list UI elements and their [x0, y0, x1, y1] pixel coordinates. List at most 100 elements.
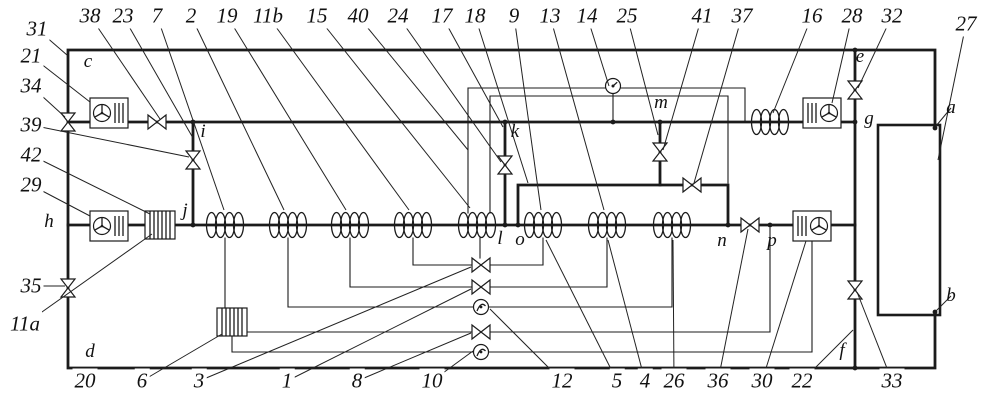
node-label-n: n	[717, 230, 727, 251]
leader-38	[89, 15, 161, 120]
junction-m	[657, 119, 663, 125]
ref-label-19: 19	[214, 3, 240, 29]
ref-label-36: 36	[705, 368, 731, 394]
node-label-l: l	[497, 228, 503, 249]
ref-label-14: 14	[574, 3, 600, 29]
leader-26	[672, 239, 675, 382]
ref-label-4: 4	[637, 368, 653, 394]
node-label-g: g	[864, 108, 874, 129]
ref-label-24: 24	[385, 3, 411, 29]
leader-36	[717, 228, 749, 382]
valve-1	[471, 279, 491, 295]
ref-label-26: 26	[661, 368, 687, 394]
ref-label-17: 17	[429, 3, 455, 29]
leader-7	[156, 15, 225, 211]
node-label-e: e	[855, 46, 865, 67]
ref-label-11b: 11b	[251, 3, 285, 29]
ref-label-22: 22	[789, 368, 815, 394]
leader-37	[693, 15, 743, 184]
junction-a	[932, 125, 938, 131]
ref-label-16: 16	[799, 3, 825, 29]
leader-5	[545, 239, 618, 382]
ref-label-21: 21	[18, 43, 44, 69]
leader-13	[549, 15, 605, 211]
unit-27	[876, 123, 942, 317]
ref-label-13: 13	[537, 3, 563, 29]
leader-30	[761, 240, 807, 382]
leader-4	[607, 239, 646, 382]
leader-3	[198, 266, 472, 382]
ref-label-27: 27	[953, 11, 979, 37]
node-label-d: d	[85, 341, 95, 362]
ref-label-31: 31	[24, 16, 50, 42]
ref-label-5: 5	[609, 368, 625, 394]
leader-6	[141, 333, 223, 382]
ref-label-40: 40	[345, 3, 371, 29]
ref-label-8: 8	[349, 368, 365, 394]
ref-label-18: 18	[462, 3, 488, 29]
leader-41	[662, 15, 703, 151]
leader-18	[474, 15, 529, 184]
leader-1	[286, 288, 472, 382]
ref-label-12: 12	[549, 368, 575, 394]
fan-unit-mid-left	[89, 210, 129, 242]
ref-label-2: 2	[183, 3, 199, 29]
leader-11b	[267, 15, 410, 211]
leader-16	[772, 15, 813, 114]
ref-label-11a: 11a	[8, 311, 42, 337]
node-label-k: k	[510, 121, 520, 142]
ref-label-9: 9	[506, 3, 522, 29]
valve-39	[185, 150, 201, 170]
ref-label-34: 34	[18, 73, 44, 99]
finned-coil-42	[144, 210, 176, 240]
ref-label-10: 10	[419, 368, 445, 394]
leader-39	[30, 124, 190, 158]
junction-k	[502, 119, 508, 125]
pump-12	[472, 298, 490, 316]
leader-23	[122, 15, 194, 139]
leader-b	[935, 295, 952, 312]
node-label-b: b	[946, 285, 956, 306]
ref-label-32: 32	[879, 3, 905, 29]
fan-unit-top-left	[89, 97, 129, 129]
ref-label-42: 42	[18, 142, 44, 168]
ref-label-20: 20	[72, 368, 98, 394]
junction-j	[190, 222, 196, 228]
junction-n	[725, 222, 731, 228]
valve-8	[471, 324, 491, 340]
leader-line-layer	[24, 15, 967, 382]
ref-label-38: 38	[77, 3, 103, 29]
node-label-p: p	[767, 230, 777, 251]
valve-41	[652, 142, 668, 162]
ref-label-25: 25	[614, 3, 640, 29]
ref-label-6: 6	[134, 368, 150, 394]
node-label-c: c	[83, 51, 93, 72]
leader-8	[356, 332, 472, 382]
leader-24	[397, 15, 502, 163]
node-label-a: a	[946, 97, 956, 118]
leader-27	[937, 23, 967, 161]
ref-label-30: 30	[749, 368, 775, 394]
ref-label-23: 23	[110, 3, 136, 29]
valve-35	[60, 278, 76, 298]
ref-label-37: 37	[729, 3, 755, 29]
leader-17	[441, 15, 504, 128]
finned-coil-6	[216, 307, 248, 337]
junction-l	[502, 222, 508, 228]
fan-unit-top-right	[802, 97, 842, 129]
valve-24	[497, 155, 513, 175]
leader-25	[626, 15, 659, 136]
junction-o	[515, 222, 521, 228]
ref-label-15: 15	[304, 3, 330, 29]
leader-11a	[24, 233, 153, 325]
junction-g	[852, 119, 858, 125]
node-label-m: m	[654, 92, 668, 113]
ref-label-29: 29	[18, 172, 44, 198]
pump-10	[472, 343, 490, 361]
leader-19	[226, 15, 347, 211]
node-label-h: h	[44, 211, 54, 232]
leader-9	[513, 15, 542, 211]
node-label-o: o	[515, 229, 525, 250]
ref-label-28: 28	[839, 3, 865, 29]
